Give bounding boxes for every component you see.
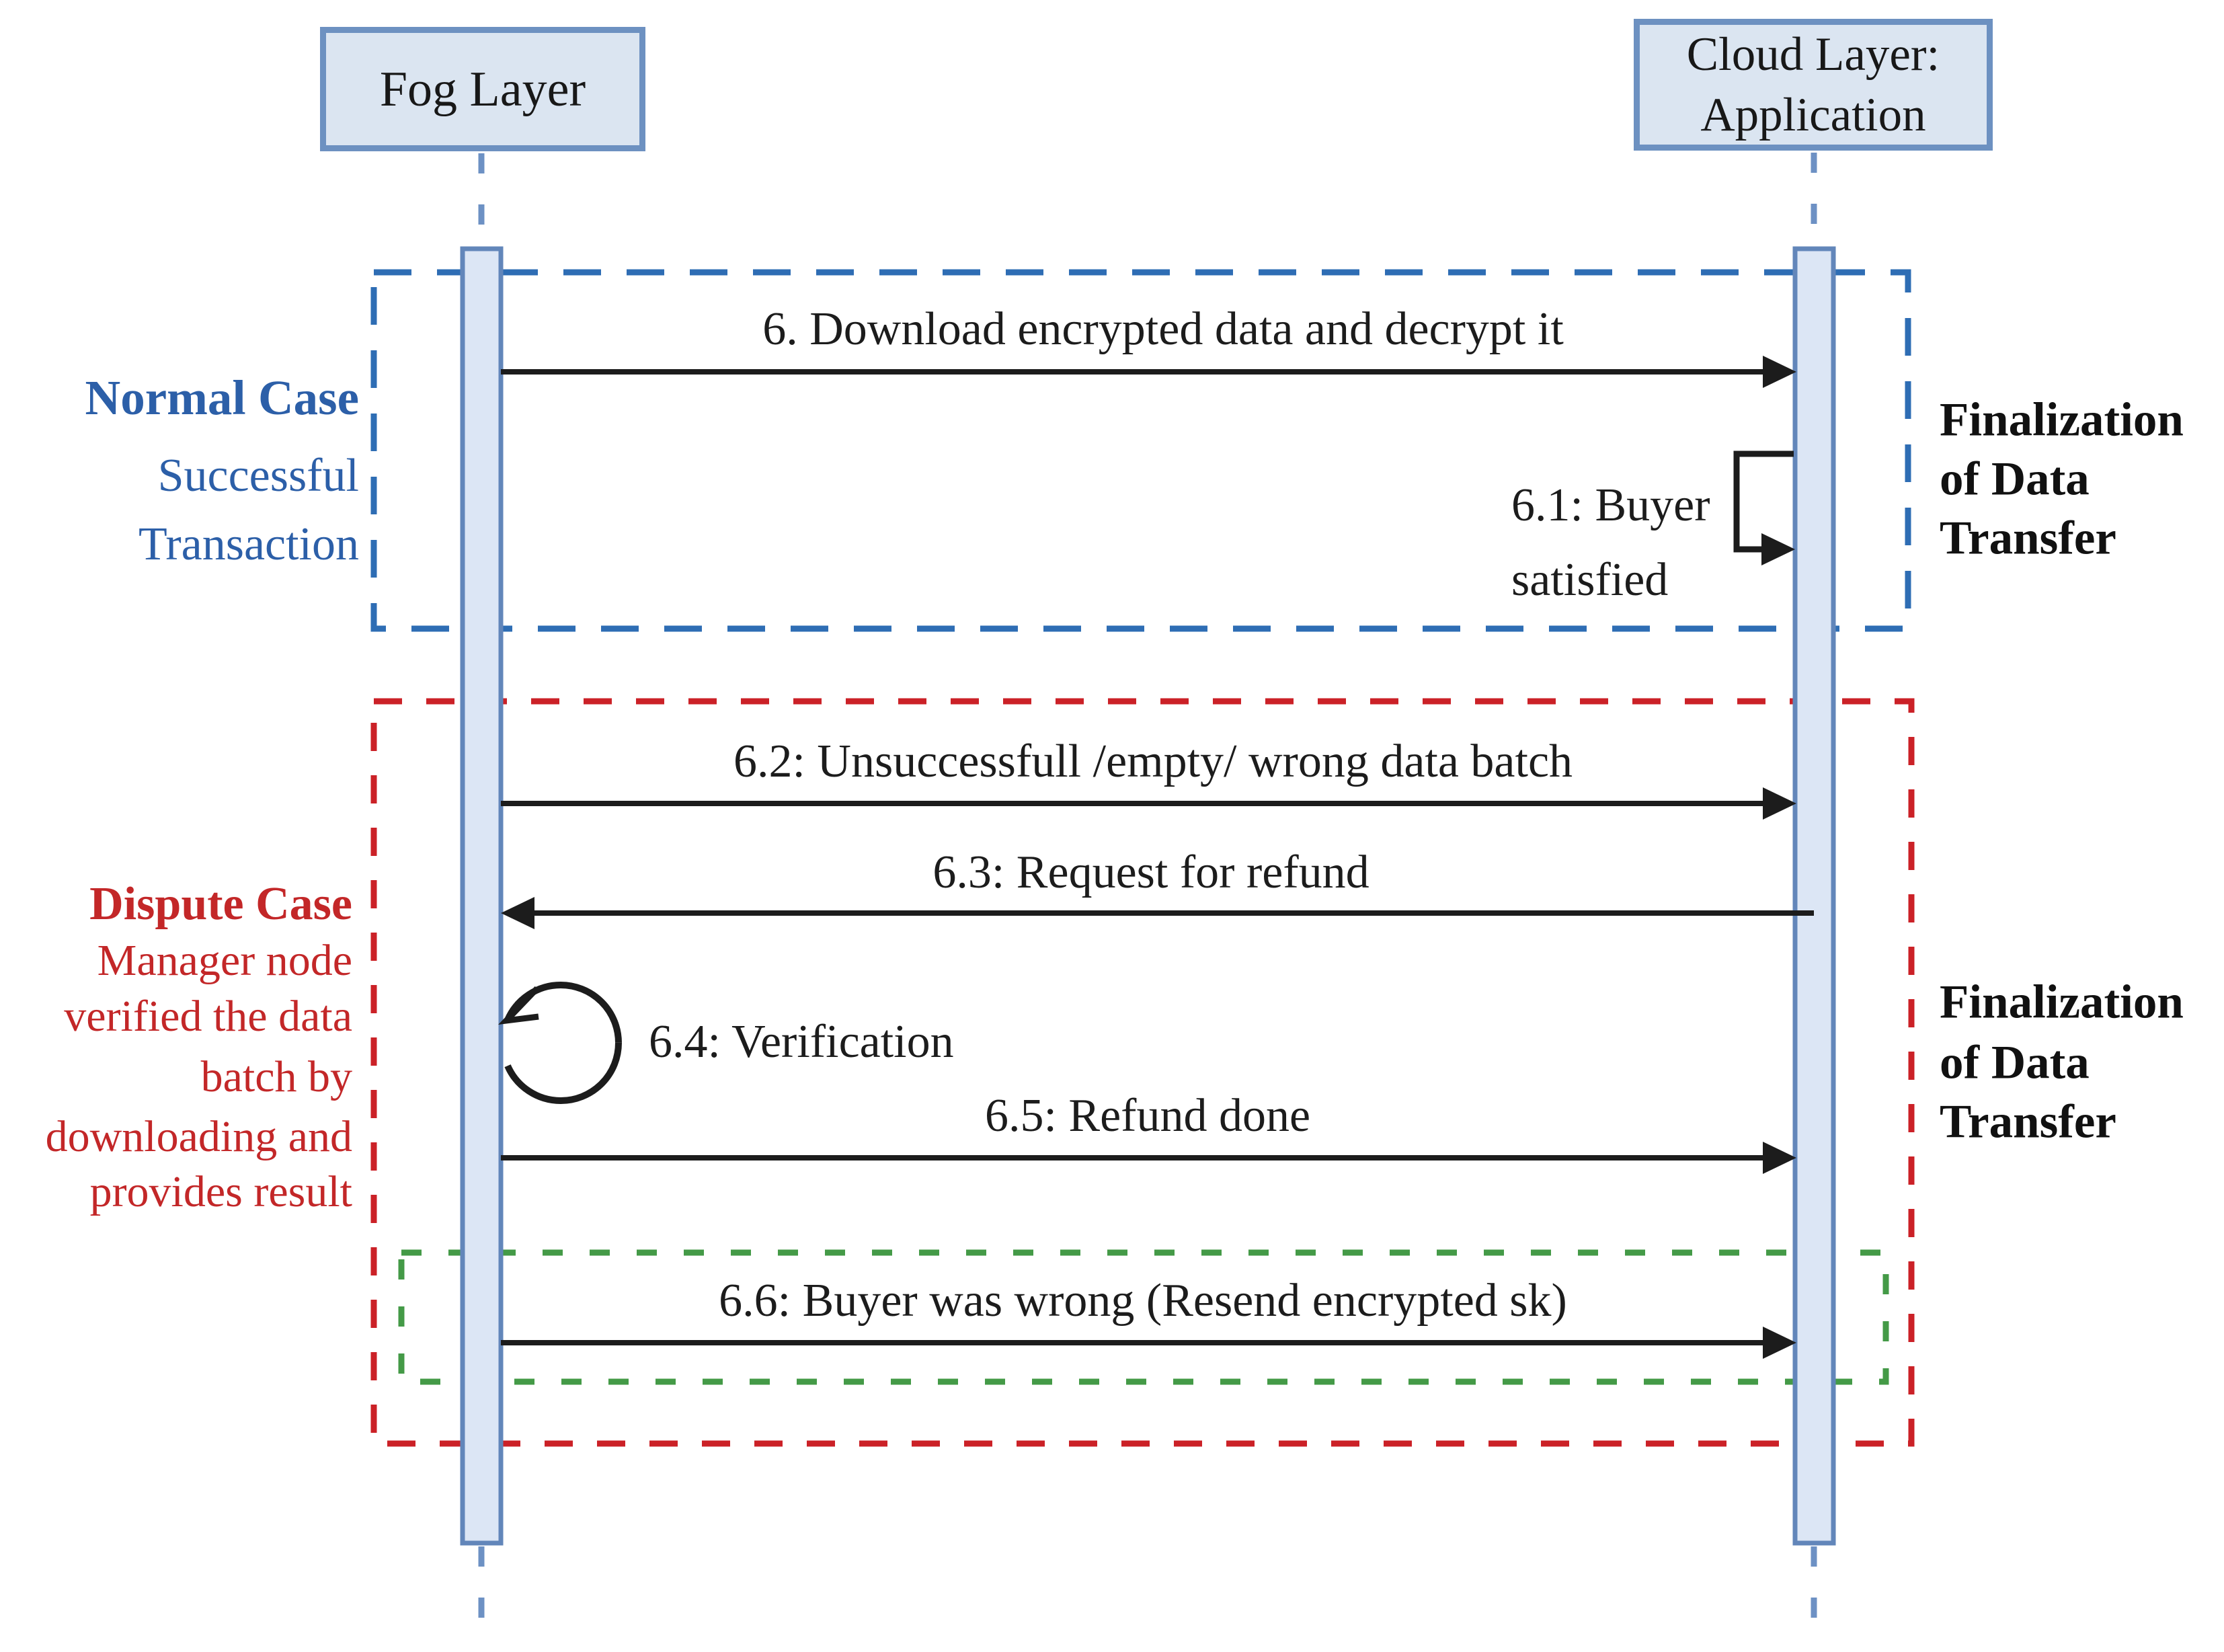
finalization-note-top-line2: of Data: [1940, 453, 2090, 506]
msg65-arrowhead: [1763, 1142, 1796, 1174]
msg61-arrowhead: [1761, 533, 1795, 565]
msg64-loop-arrowhead: [498, 986, 540, 1025]
msg63-label: 6.3: Request for refund: [932, 847, 1369, 898]
msg63-arrowhead: [501, 897, 534, 929]
normal-case-subtitle-line1: Successful: [157, 450, 359, 502]
msg61-self-bracket: [1733, 450, 1794, 553]
msg62-label: 6.2: Unsuccessfull /empty/ wrong data ba…: [733, 736, 1573, 787]
dispute-case-subtitle-line5: provides result: [89, 1167, 352, 1216]
msg6-arrowhead: [1763, 356, 1796, 388]
msg66-label: 6.6: Buyer was wrong (Resend encrypted s…: [719, 1275, 1567, 1327]
dispute-case-subtitle-line2: verified the data: [64, 992, 352, 1041]
dispute-case-subtitle-line1: Manager node: [97, 936, 352, 985]
finalization-note-bottom-line2: of Data: [1940, 1036, 2090, 1089]
dispute-case-frame: [370, 698, 1915, 1447]
msg6-label: 6. Download encrypted data and decrypt i…: [762, 303, 1564, 355]
participant-cloud-layer: Cloud Layer: Application: [1634, 19, 1993, 151]
msg64-loop-circle: [500, 982, 622, 1104]
msg66-arrowhead: [1763, 1327, 1796, 1359]
normal-case-frame: [370, 269, 1911, 632]
finalization-note-top-line1: Finalization: [1940, 393, 2184, 446]
fog-activation-bar: [460, 246, 504, 1546]
normal-case-title: Normal Case: [85, 370, 360, 425]
msg61-label-line2: satisfied: [1511, 554, 1669, 606]
participant-fog-layer: Fog Layer: [320, 27, 645, 151]
dispute-case-title: Dispute Case: [89, 878, 352, 930]
msg62-arrowhead: [1763, 787, 1796, 820]
finalization-note-top-line3: Transfer: [1940, 512, 2116, 565]
msg61-label-line1: 6.1: Buyer: [1511, 479, 1710, 531]
dispute-case-subtitle-line4: downloading and: [45, 1112, 352, 1161]
msg64-label: 6.4: Verification: [649, 1016, 954, 1068]
buyer-wrong-frame: [398, 1249, 1889, 1385]
participant-cloud-label-line2: Application: [1700, 89, 1926, 141]
normal-case-subtitle-line2: Transaction: [138, 518, 359, 570]
msg65-label: 6.5: Refund done: [984, 1090, 1311, 1142]
dispute-case-subtitle-line3: batch by: [200, 1052, 352, 1101]
participant-cloud-label-line1: Cloud Layer:: [1686, 28, 1940, 81]
participant-fog-label: Fog Layer: [379, 61, 586, 117]
finalization-note-bottom-line3: Transfer: [1940, 1095, 2116, 1148]
finalization-note-bottom-line1: Finalization: [1940, 976, 2184, 1029]
cloud-activation-bar: [1792, 246, 1836, 1546]
